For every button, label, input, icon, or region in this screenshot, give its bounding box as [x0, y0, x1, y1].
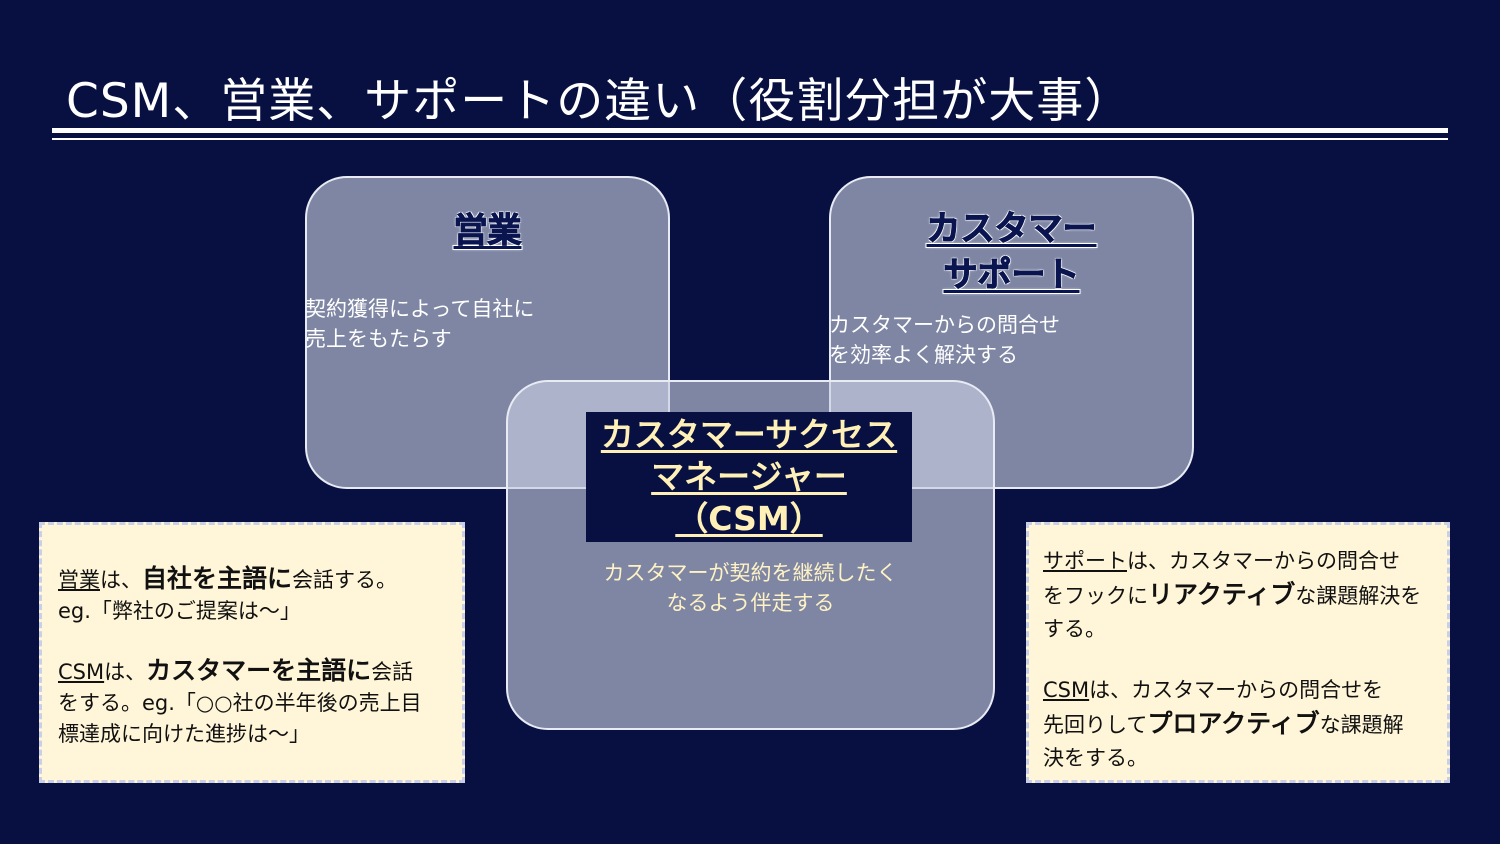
csm-description-line1: カスタマーが契約を継続したく: [603, 561, 898, 585]
note-right-paragraph-csm: CSMは、カスタマーからの問合せを 先回りしてプロアクティブな課題解 決をする。: [1043, 674, 1447, 775]
csm-heading-line1: カスタマーサクセス: [600, 415, 898, 454]
support-description-line1: カスタマーからの問合せ: [829, 313, 1060, 337]
sales-box: 営業: [305, 176, 670, 489]
title-rule-thin: [52, 138, 1448, 140]
support-box: カスタマー サポート: [829, 176, 1194, 489]
note-right-text: 決をする。: [1043, 746, 1148, 770]
note-left-text: は、: [104, 660, 147, 684]
note-right-text: は、カスタマーからの問合せを: [1089, 678, 1384, 702]
note-right-text: 先回りして: [1043, 713, 1148, 737]
note-left-text: は、: [100, 568, 142, 592]
csm-description-line2: なるよう伴走する: [666, 591, 835, 615]
csm-heading-line2: マネージャー（CSM）: [651, 457, 847, 538]
note-right-proactive-emphasis: プロアクティブ: [1147, 709, 1320, 738]
support-heading-line2: サポート: [943, 255, 1080, 296]
sales-heading: 営業: [453, 211, 522, 252]
note-left-paragraph-csm: CSMは、カスタマーを主語に会話 をする。eg.「○○社の半年後の売上目 標達成…: [58, 655, 462, 750]
note-left-csm-emphasis: カスタマーを主語に: [146, 656, 372, 685]
note-right-csm-subject: CSM: [1043, 678, 1090, 702]
sales-description-line2: 売上をもたらす: [305, 327, 452, 351]
note-right-text: な課題解決を: [1295, 584, 1422, 608]
note-right-support-subject: サポート: [1043, 549, 1127, 573]
slide-title: CSM、営業、サポートの違い（役割分担が大事）: [66, 74, 1133, 129]
note-left-paragraph-sales: 営業は、自社を主語に会話する。 eg.「弊社のご提案は～」: [58, 563, 462, 627]
note-left-sales-subject: 営業: [58, 568, 100, 592]
title-rule-thick: [52, 128, 1448, 133]
sales-description-line1: 契約獲得によって自社に: [305, 297, 535, 321]
note-right-reactive-emphasis: リアクティブ: [1148, 580, 1296, 609]
note-left-text: 会話する。: [292, 568, 398, 592]
note-right-text: をフックに: [1043, 584, 1148, 608]
support-heading-line1: カスタマー: [926, 209, 1097, 250]
note-left-sales-emphasis: 自社を主語に: [142, 564, 293, 593]
note-left: 営業は、自社を主語に会話する。 eg.「弊社のご提案は～」 CSMは、カスタマー…: [39, 522, 465, 783]
csm-heading: カスタマーサクセス マネージャー（CSM）: [586, 412, 912, 542]
sales-description: 契約獲得によって自社に 売上をもたらす: [305, 294, 670, 354]
note-left-csm-example: をする。eg.「○○社の半年後の売上目: [58, 691, 422, 715]
note-left-csm-subject: CSM: [58, 660, 105, 684]
note-right-paragraph-support: サポートは、カスタマーからの問合せ をフックにリアクティブな課題解決を する。: [1043, 545, 1447, 646]
note-left-sales-example: eg.「弊社のご提案は～」: [58, 599, 301, 623]
note-right-text: する。: [1043, 617, 1106, 641]
note-right: サポートは、カスタマーからの問合せ をフックにリアクティブな課題解決を する。 …: [1026, 522, 1450, 783]
note-left-text: 会話: [371, 660, 414, 684]
note-left-csm-example-cont: 標達成に向けた進捗は～」: [58, 722, 310, 746]
note-right-text: は、カスタマーからの問合せ: [1127, 549, 1400, 573]
csm-description: カスタマーが契約を継続したく なるよう伴走する: [506, 558, 995, 618]
support-heading: カスタマー サポート: [831, 206, 1192, 298]
note-right-text: な課題解: [1319, 713, 1404, 737]
support-description-line2: を効率よく解決する: [829, 343, 1018, 367]
support-description: カスタマーからの問合せ を効率よく解決する: [829, 310, 1194, 370]
